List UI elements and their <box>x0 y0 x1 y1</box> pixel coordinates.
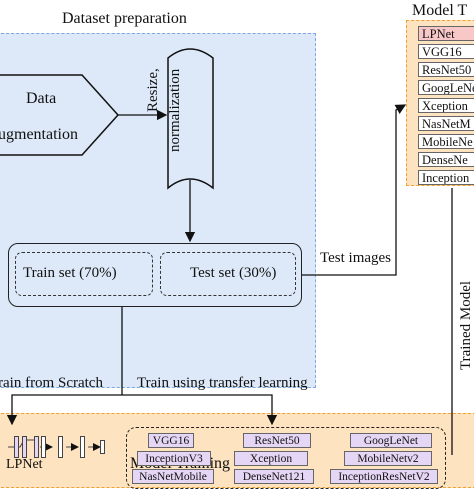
test-set-label: Test set (30%) <box>190 265 277 281</box>
transfer-model-item: InceptionV3 <box>137 451 211 466</box>
train-set-box <box>15 252 153 296</box>
test-model-item: DenseNe <box>418 152 474 167</box>
test-images-label: Test images <box>320 250 392 266</box>
test-set-box <box>160 252 296 296</box>
transfer-model-item: VGG16 <box>148 433 194 448</box>
train-set-label: Train set (70%) <box>23 265 117 281</box>
lpnet-label: LPNet <box>6 457 43 472</box>
resize-shape <box>167 48 214 190</box>
lpnet-layer <box>34 436 39 458</box>
transfer-model-item: NasNetMobile <box>132 469 214 484</box>
dataset-preparation-panel <box>0 33 316 388</box>
transfer-model-item: InceptionResNetV2 <box>330 469 438 484</box>
lpnet-layer <box>22 436 27 458</box>
diagram-connectors <box>0 48 453 455</box>
test-model-item: Xception <box>418 98 474 113</box>
transfer-model-item: Xception <box>234 451 308 466</box>
lpnet-layer <box>14 436 19 458</box>
train-from-scratch-label: rain from Scratch <box>0 375 103 391</box>
resize-line1: Resize, <box>145 68 161 112</box>
dataset-preparation-title: Dataset preparation <box>62 10 187 27</box>
resize-line2: normalization <box>167 68 183 152</box>
data-augmentation-line1: Data <box>26 90 57 107</box>
data-augmentation-shape <box>0 74 120 156</box>
lpnet-layer <box>41 436 46 458</box>
test-model-item: VGG16 <box>418 44 474 59</box>
dataset-split-box <box>8 243 302 307</box>
data-augmentation-line2: ugmentation <box>0 126 78 143</box>
model-testing-title: Model T <box>412 2 468 19</box>
trained-model-label: Trained Model <box>458 280 474 370</box>
test-model-item: LPNet <box>418 26 474 41</box>
transfer-model-item: DenseNet121 <box>234 469 314 484</box>
test-model-item: ResNet50 <box>418 62 474 77</box>
lpnet-layer <box>80 436 85 458</box>
transfer-model-item: ResNet50 <box>243 433 311 448</box>
transfer-model-item: MobileNetv2 <box>344 451 432 466</box>
transfer-model-item: GoogLeNet <box>350 433 432 448</box>
test-model-item: GoogLeNet <box>418 80 474 95</box>
train-transfer-label: Train using transfer learning <box>137 375 308 391</box>
test-model-item: Inception <box>418 170 474 185</box>
lpnet-layer <box>58 436 63 458</box>
lpnet-layer <box>100 440 105 454</box>
test-model-item: MobileNe <box>418 134 474 149</box>
test-model-item: NasNetM <box>418 116 474 131</box>
